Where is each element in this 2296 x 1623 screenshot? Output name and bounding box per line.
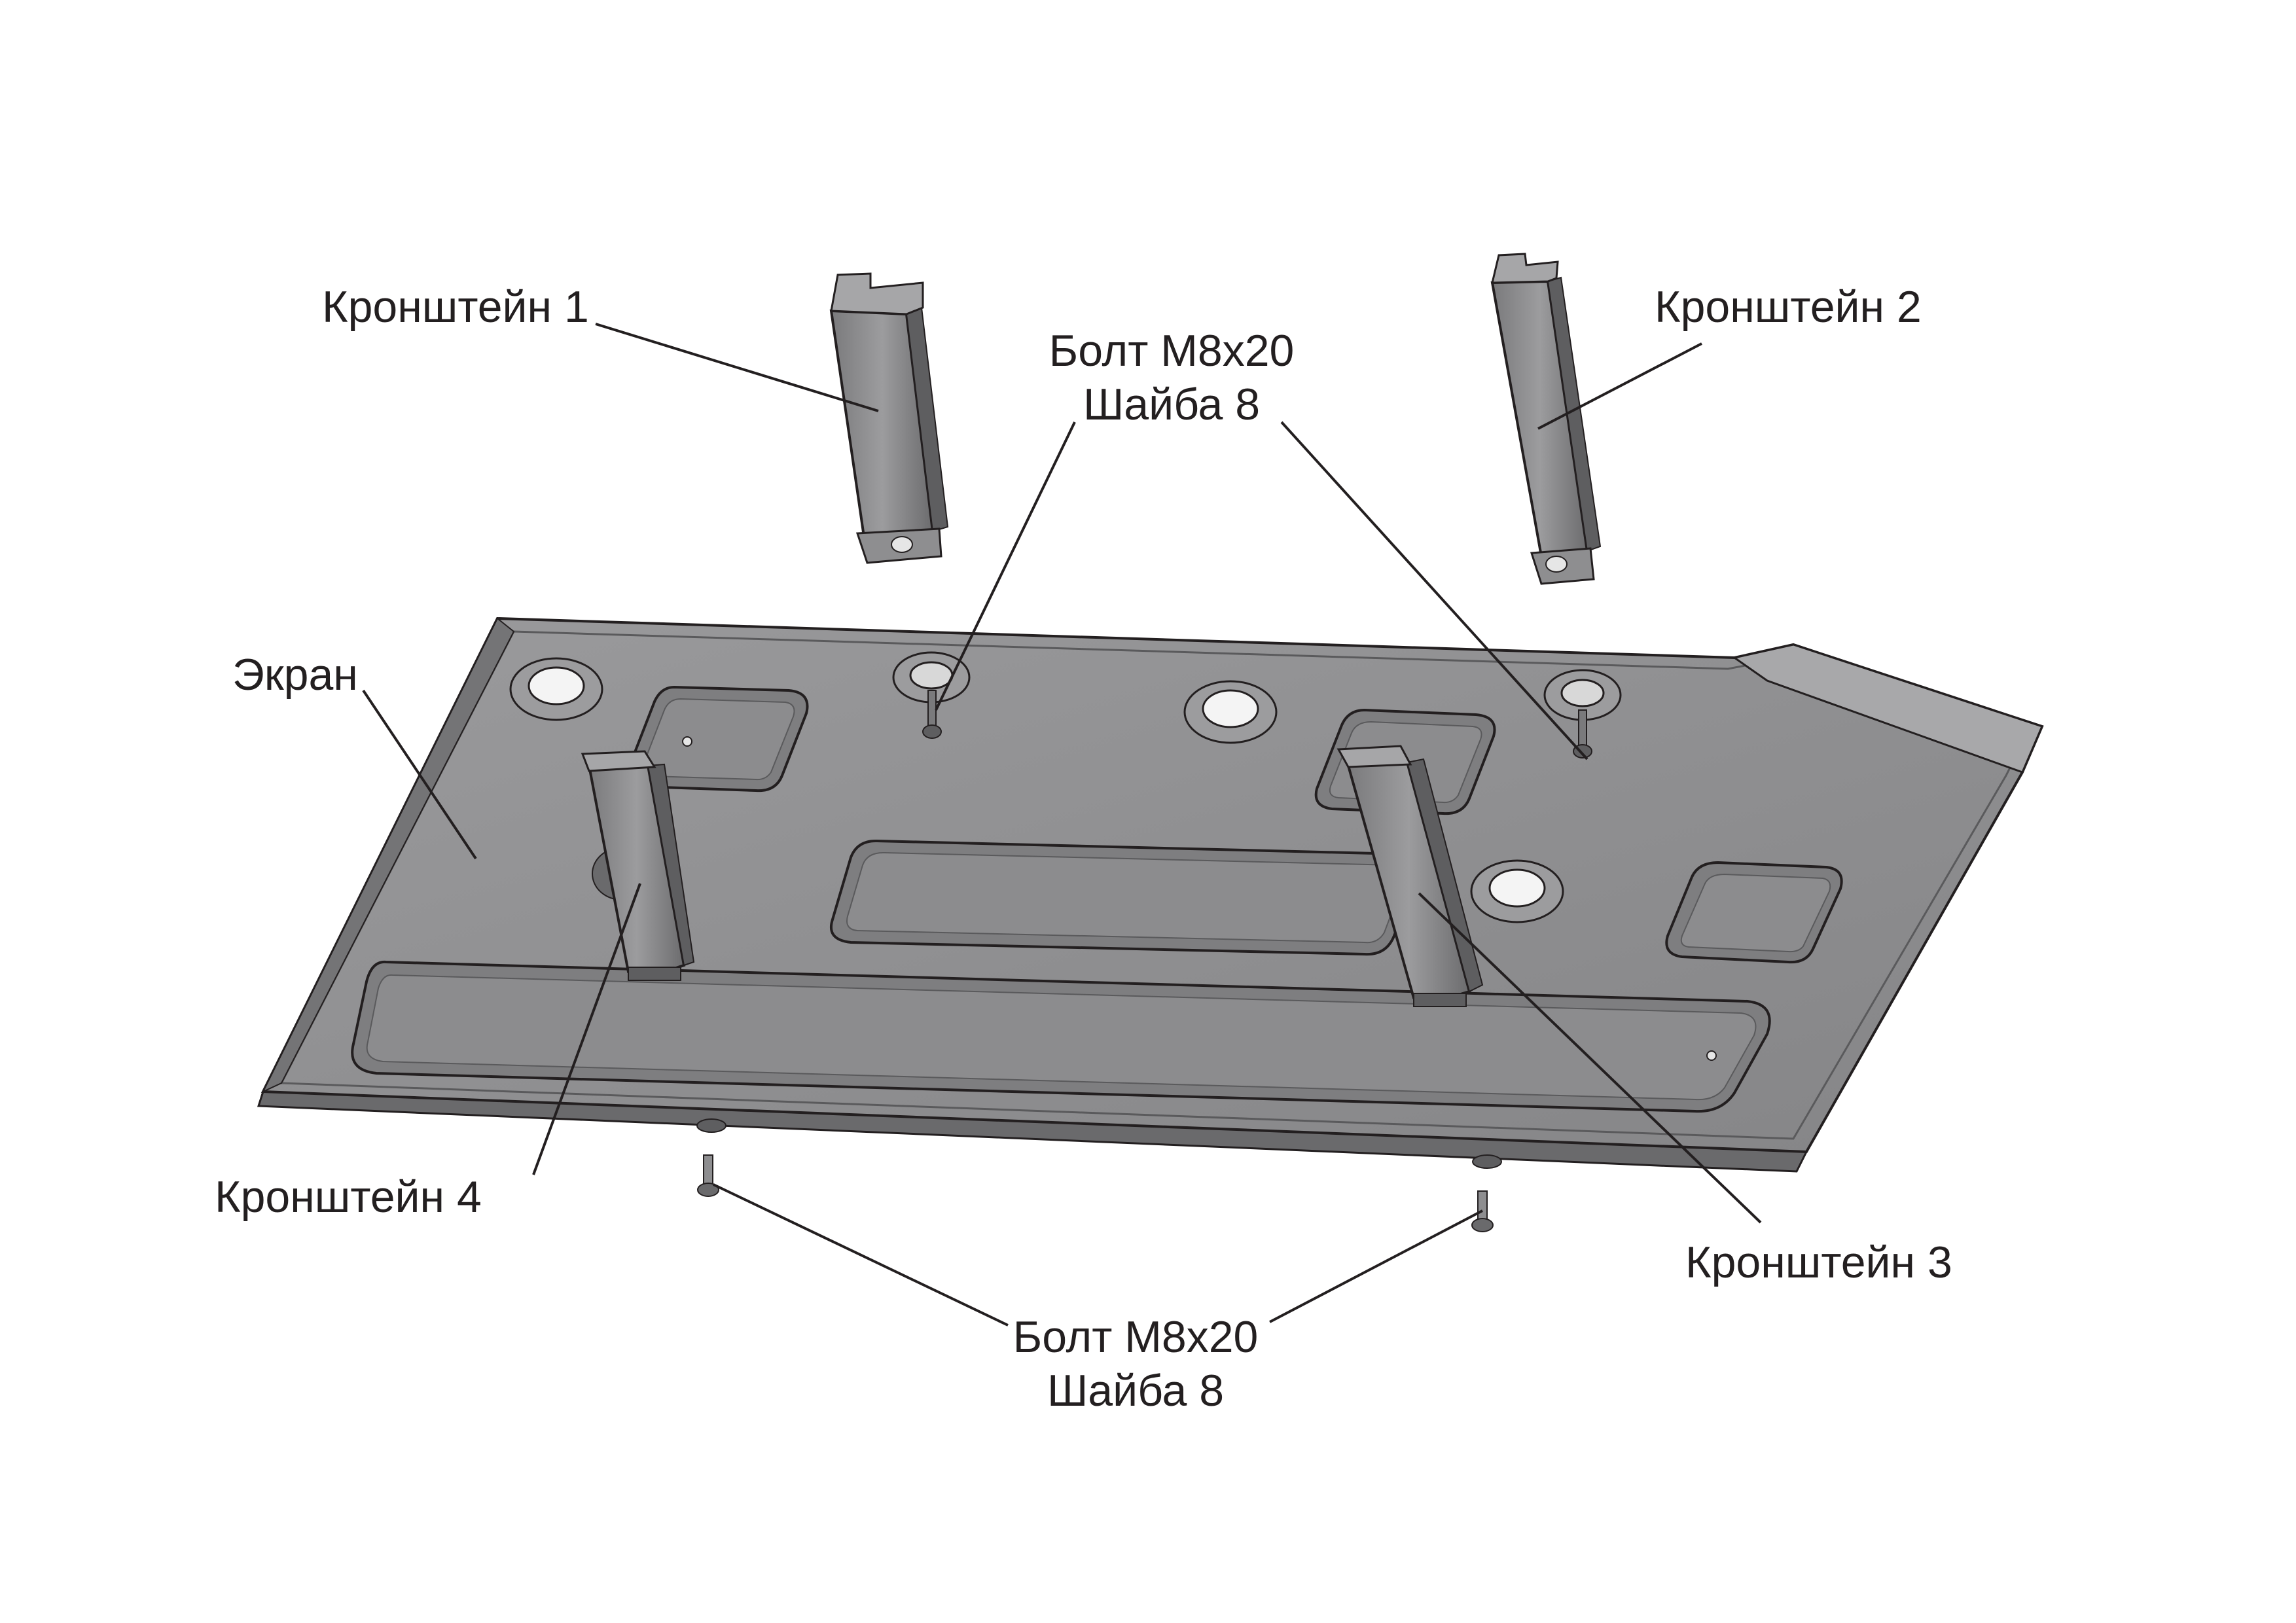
- bracket-3: [1336, 745, 1484, 1007]
- bracket-1: [829, 272, 949, 564]
- label-fastener-bottom-bolt: Болт М8х20: [1013, 1312, 1259, 1362]
- label-screen: Экран: [232, 650, 358, 700]
- leader-bracket-1: [595, 323, 879, 412]
- leader-fastener-top-left: [935, 421, 1076, 711]
- leader-fastener-top-right: [1280, 421, 1588, 760]
- plate-fastener-hole: [892, 651, 971, 704]
- label-bracket-1: Кронштейн 1: [322, 282, 589, 332]
- leader-screen: [362, 689, 477, 860]
- leader-bracket-4: [532, 883, 641, 1175]
- label-bracket-3: Кронштейн 3: [1685, 1238, 1952, 1287]
- washer-bottom-left: [696, 1118, 726, 1133]
- bracket-2: [1490, 253, 1602, 585]
- bolt-top-left: [922, 690, 942, 739]
- plate-fastener-hole: [1543, 669, 1622, 721]
- leader-fastener-bottom-right: [1269, 1209, 1483, 1323]
- bolt-bottom-left: [697, 1154, 719, 1197]
- plate-hole: [509, 657, 603, 721]
- leader-bracket-3: [1418, 892, 1762, 1224]
- screen-plate: [257, 616, 2044, 1173]
- leader-lines: [362, 323, 1762, 1327]
- label-bracket-4: Кронштейн 4: [215, 1172, 482, 1222]
- plate-hole: [1183, 680, 1278, 744]
- label-bracket-2: Кронштейн 2: [1655, 282, 1922, 332]
- plate-hole: [1470, 859, 1564, 923]
- leader-bracket-2: [1537, 342, 1702, 430]
- label-fastener-top: Болт М8х20 Шайба 8: [1028, 324, 1316, 431]
- leader-fastener-bottom-left: [713, 1183, 1009, 1327]
- label-fastener-bottom: Болт М8х20 Шайба 8: [992, 1310, 1280, 1418]
- bracket-4: [581, 750, 695, 981]
- washer-bottom-right: [1472, 1154, 1502, 1169]
- label-fastener-top-bolt: Болт М8х20: [1049, 326, 1295, 376]
- label-fastener-top-washer: Шайба 8: [1083, 380, 1261, 429]
- bolt-bottom-right: [1471, 1190, 1494, 1232]
- label-fastener-bottom-washer: Шайба 8: [1047, 1366, 1225, 1416]
